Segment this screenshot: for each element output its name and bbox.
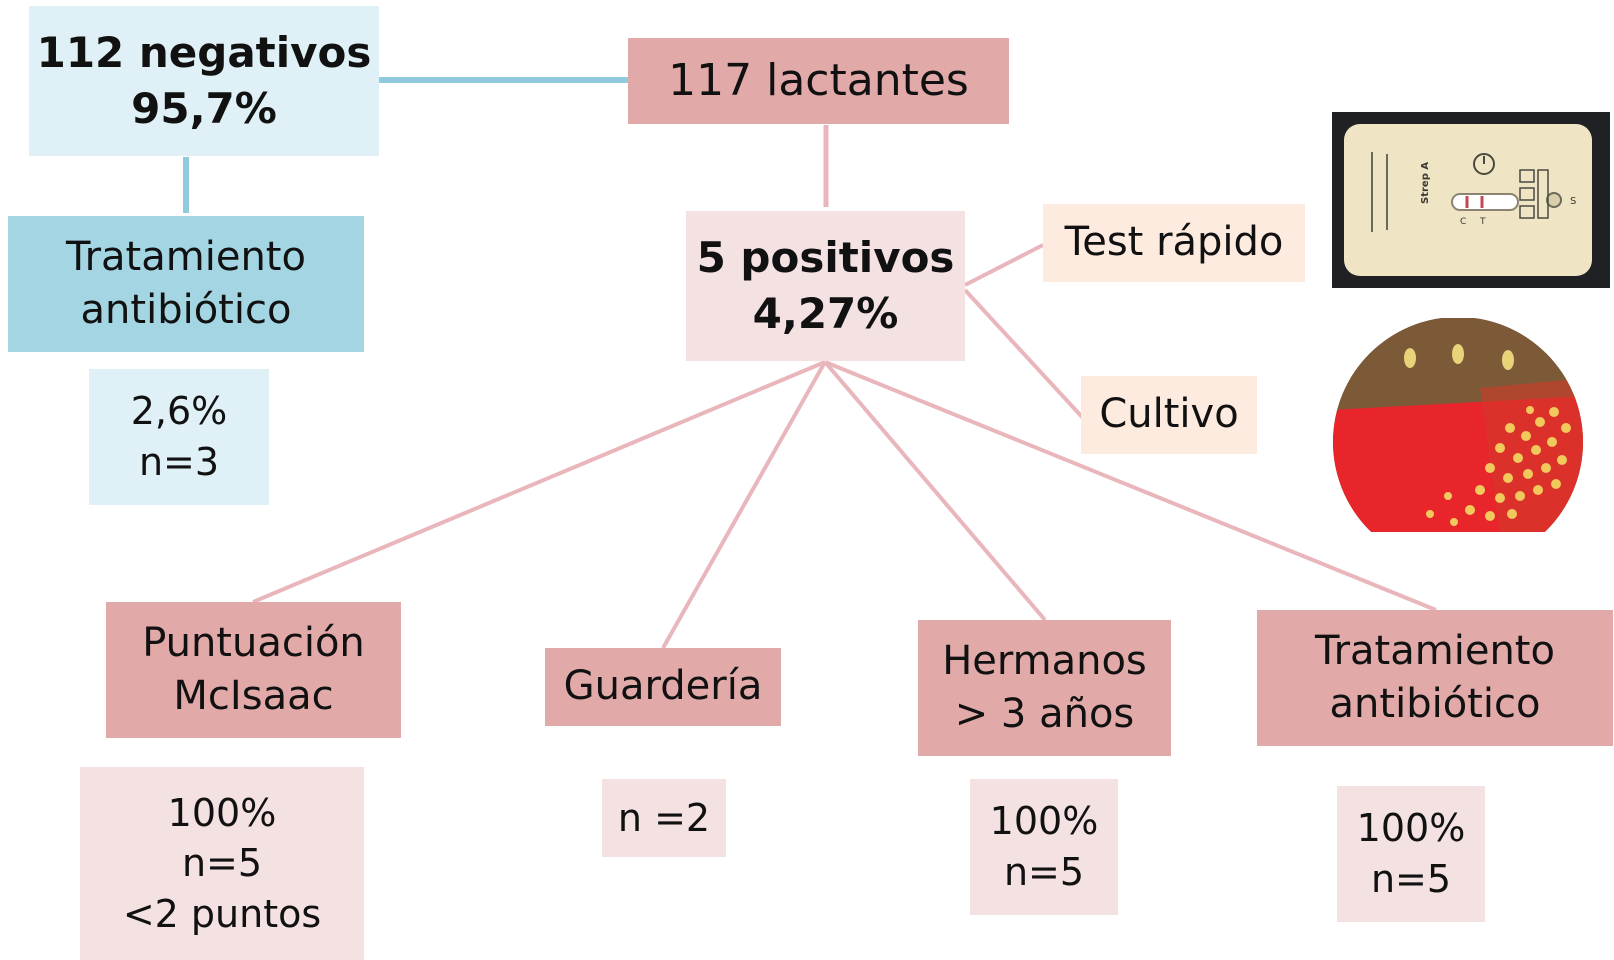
negatives-treatment-line2: antibiótico [80,287,292,333]
factor-mcisaac-line2: McIsaac [173,673,334,719]
factor-treatment-box: Tratamiento antibiótico [1257,610,1613,746]
positives-percent: 4,27% [752,289,899,338]
connector-positives-treatment [824,360,1437,612]
factor-guarderia-box: Guardería [545,648,781,726]
factor-hermanos-stat-box: 100% n=5 [970,779,1118,915]
factor-mcisaac-stat-percent: 100% [167,790,277,835]
factor-hermanos-line2: > 3 años [954,691,1135,737]
connector-positives-mcisaac [252,360,826,604]
culture-plate-image [1330,318,1586,532]
positives-box: 5 positivos 4,27% [686,211,965,361]
culture-label: Cultivo [1099,391,1239,438]
connector-positives-culture [963,288,1085,420]
factor-mcisaac-line1: Puntuación [142,619,365,666]
root-label: 117 lactantes [668,54,969,106]
negatives-box: 112 negativos 95,7% [29,6,379,156]
negatives-treatment-box: Tratamiento antibiótico [8,216,364,352]
rapid-test-box: Test rápido [1043,204,1305,282]
factor-guarderia-stat-box: n =2 [602,779,726,857]
culture-box: Cultivo [1081,376,1257,454]
factor-treatment-stat-n: n=5 [1370,857,1452,901]
connector-positives-hermanos [823,360,1047,622]
negatives-treatment-n: n=3 [138,440,220,484]
factor-hermanos-stat-n: n=5 [1003,850,1085,894]
factor-guarderia-line1: Guardería [563,663,763,710]
rapid-test-device-brand: Strep A [1420,162,1431,204]
connector-positives-rapid-test [964,243,1044,287]
factor-guarderia-stat-n: n =2 [617,795,711,840]
rapid-test-device-letter-t: T [1479,217,1486,227]
factor-treatment-line1: Tratamiento [1315,627,1555,674]
factor-mcisaac-stat-points: <2 puntos [122,891,322,936]
negatives-treatment-stat-box: 2,6% n=3 [89,369,269,505]
factor-mcisaac-stat-box: 100% n=5 <2 puntos [80,767,364,960]
connector-positives-guarderia [661,361,827,649]
rapid-test-device-markings: Strep A C T S [1420,162,1576,227]
negatives-treatment-line1: Tratamiento [66,233,306,280]
rapid-test-device-image: Strep A C T S [1332,112,1610,288]
factor-hermanos-box: Hermanos > 3 años [918,620,1171,756]
factor-treatment-line2: antibiótico [1329,681,1541,727]
rapid-test-label: Test rápido [1064,219,1284,266]
factor-hermanos-stat-percent: 100% [989,799,1099,844]
rapid-test-device-letter-s: S [1570,196,1576,207]
negatives-percent: 95,7% [131,84,277,133]
positives-count: 5 positivos [696,233,955,283]
factor-treatment-stat-percent: 100% [1356,806,1466,851]
factor-treatment-stat-box: 100% n=5 [1337,786,1485,922]
factor-mcisaac-box: Puntuación McIsaac [106,602,401,738]
rapid-test-device-letter-c: C [1460,217,1466,227]
negatives-count: 112 negativos [36,28,372,78]
negatives-treatment-percent: 2,6% [130,389,228,434]
root-box: 117 lactantes [628,38,1009,124]
factor-mcisaac-stat-n: n=5 [181,841,263,886]
factor-hermanos-line1: Hermanos [942,637,1147,684]
